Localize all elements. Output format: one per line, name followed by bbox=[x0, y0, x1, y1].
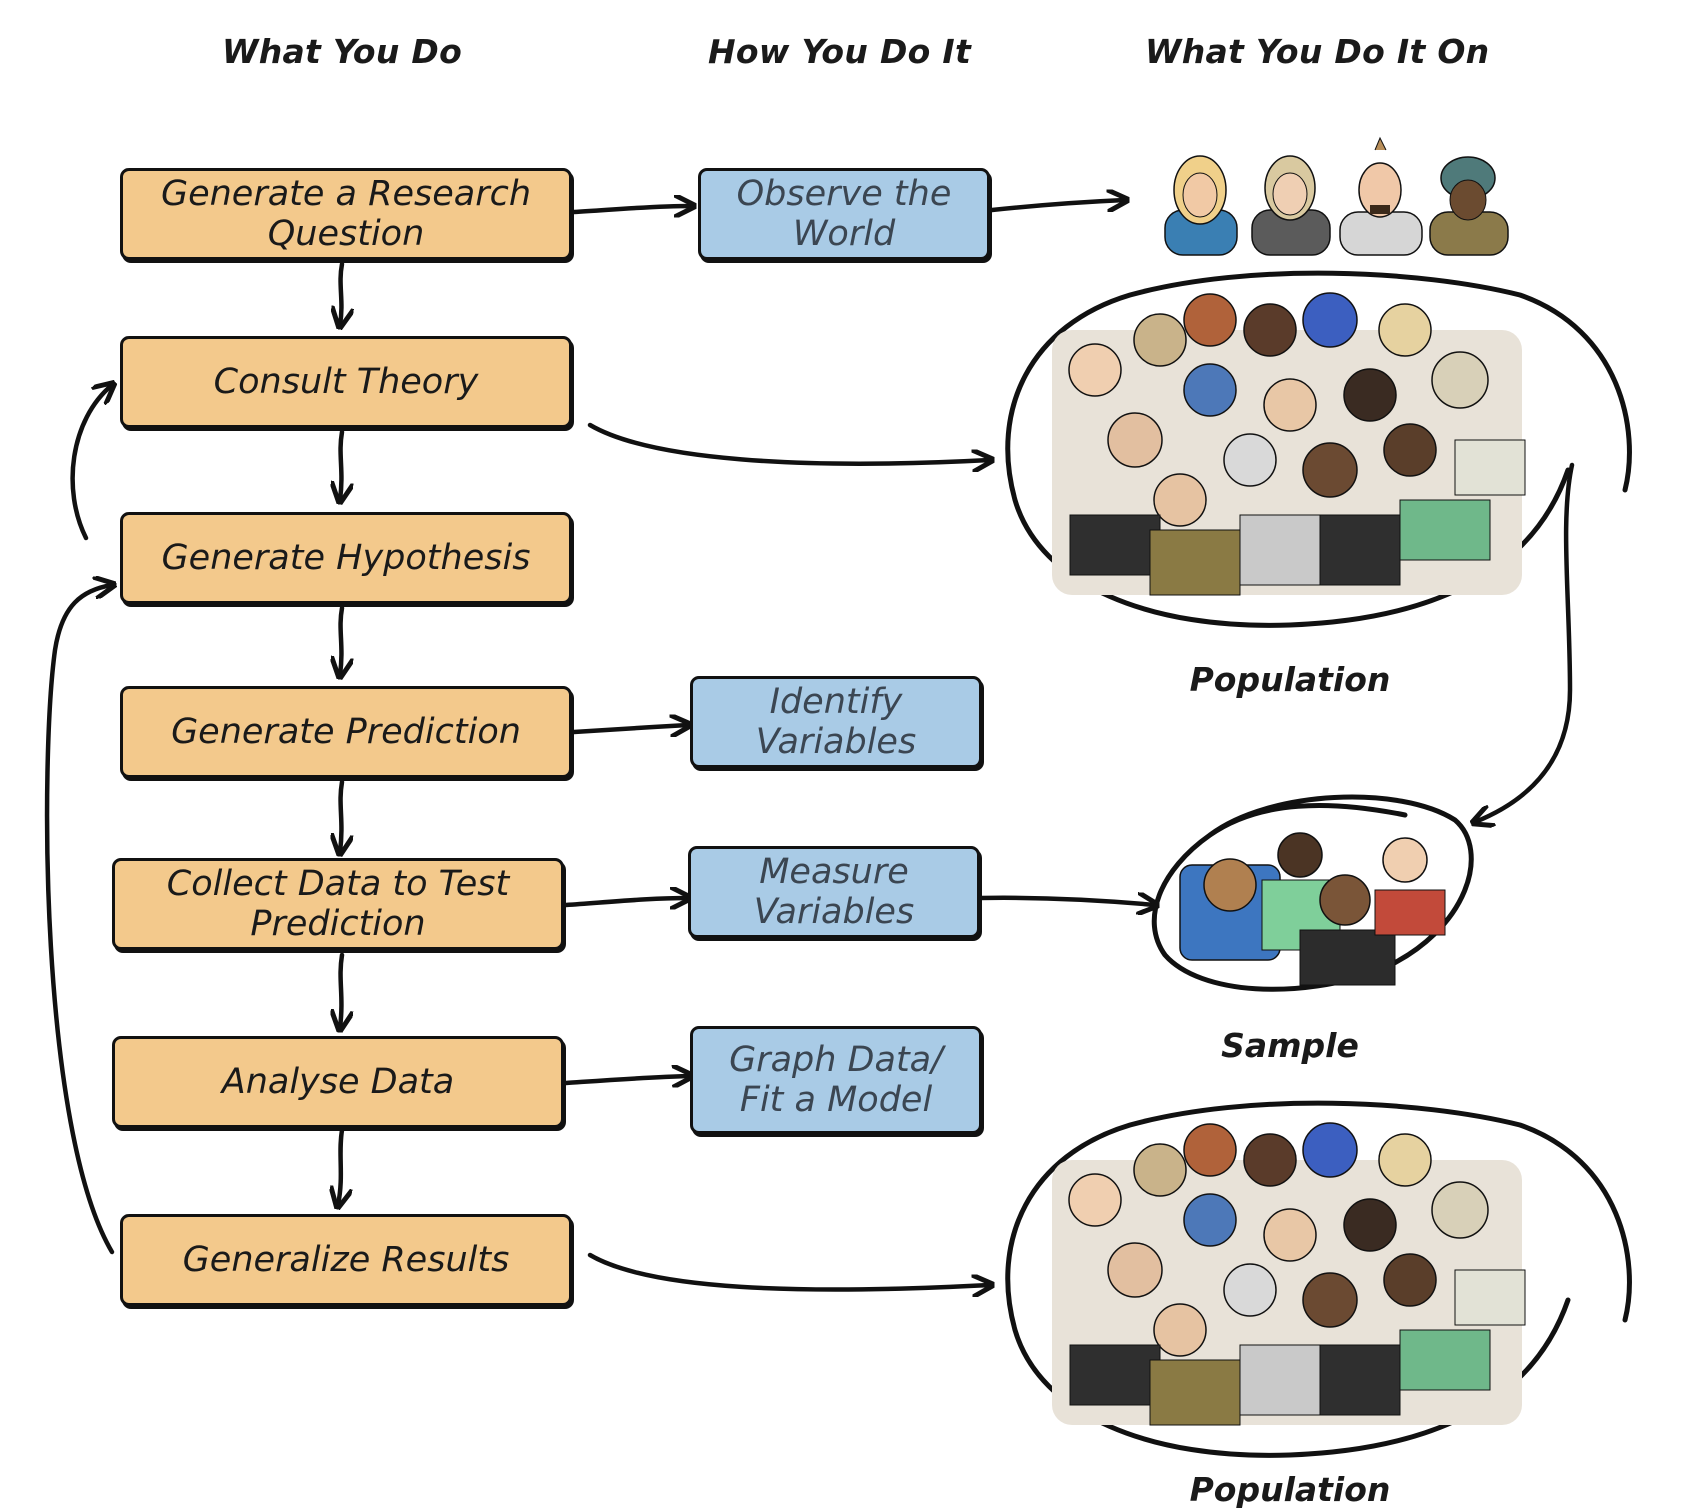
population-bottom-outline bbox=[1005, 1100, 1632, 1458]
arrow-observe-to-people bbox=[989, 200, 1125, 213]
label-population-top: Population bbox=[1189, 660, 1391, 699]
arrow-hypothesis-to-theory bbox=[70, 385, 112, 541]
step-generalize-results: Generalize Results bbox=[120, 1214, 572, 1306]
people-group-observe bbox=[1164, 136, 1509, 256]
person-icon bbox=[1429, 156, 1509, 256]
crowd-population-bottom bbox=[1052, 1122, 1526, 1426]
arrow-collect-to-measure bbox=[563, 898, 688, 905]
population-top-outline bbox=[1005, 270, 1632, 628]
arrow-step4-to-step5 bbox=[340, 779, 342, 852]
arrow-measure-to-sample bbox=[977, 898, 1155, 905]
arrow-population-to-sample bbox=[1475, 462, 1575, 822]
method-graph-data: Graph Data/ Fit a Model bbox=[690, 1026, 982, 1134]
header-how-you-do-it: How You Do It bbox=[708, 32, 972, 71]
arrow-step5-to-step6 bbox=[340, 952, 342, 1028]
arrow-step1-to-step2 bbox=[340, 261, 342, 325]
arrow-analyse-to-graph bbox=[563, 1076, 690, 1083]
person-icon bbox=[1251, 155, 1331, 256]
step-generate-research-question: Generate a Research Question bbox=[120, 168, 572, 260]
header-what-you-do: What You Do bbox=[222, 32, 463, 71]
arrow-step3-to-step4 bbox=[340, 605, 342, 675]
arrow-theory-to-population bbox=[587, 422, 990, 464]
label-sample: Sample bbox=[1221, 1026, 1359, 1065]
step-generate-hypothesis: Generate Hypothesis bbox=[120, 512, 572, 604]
step-generate-prediction: Generate Prediction bbox=[120, 686, 572, 778]
step-analyse-data: Analyse Data bbox=[112, 1036, 564, 1128]
arrow-generalize-to-population bbox=[587, 1252, 990, 1290]
header-what-you-do-it-on: What You Do It On bbox=[1145, 32, 1490, 71]
sample-outline bbox=[1151, 794, 1474, 992]
arrow-step2-to-step3 bbox=[340, 429, 342, 500]
method-observe-world: Observe the World bbox=[698, 168, 990, 260]
label-population-bottom: Population bbox=[1189, 1470, 1391, 1509]
arrow-generalize-to-hypothesis bbox=[44, 585, 112, 1255]
step-consult-theory: Consult Theory bbox=[120, 336, 572, 428]
method-identify-variables: Identify Variables bbox=[690, 676, 982, 768]
person-icon bbox=[1164, 155, 1238, 256]
arrow-prediction-to-identify bbox=[571, 725, 688, 732]
step-collect-data: Collect Data to Test Prediction bbox=[112, 858, 564, 950]
arrow-step6-to-step7 bbox=[338, 1127, 342, 1205]
arrow-question-to-observe bbox=[571, 206, 692, 212]
crowd-sample bbox=[1179, 832, 1446, 986]
crowd-population-top bbox=[1052, 292, 1526, 596]
method-measure-variables: Measure Variables bbox=[688, 846, 980, 938]
person-icon bbox=[1339, 136, 1423, 256]
